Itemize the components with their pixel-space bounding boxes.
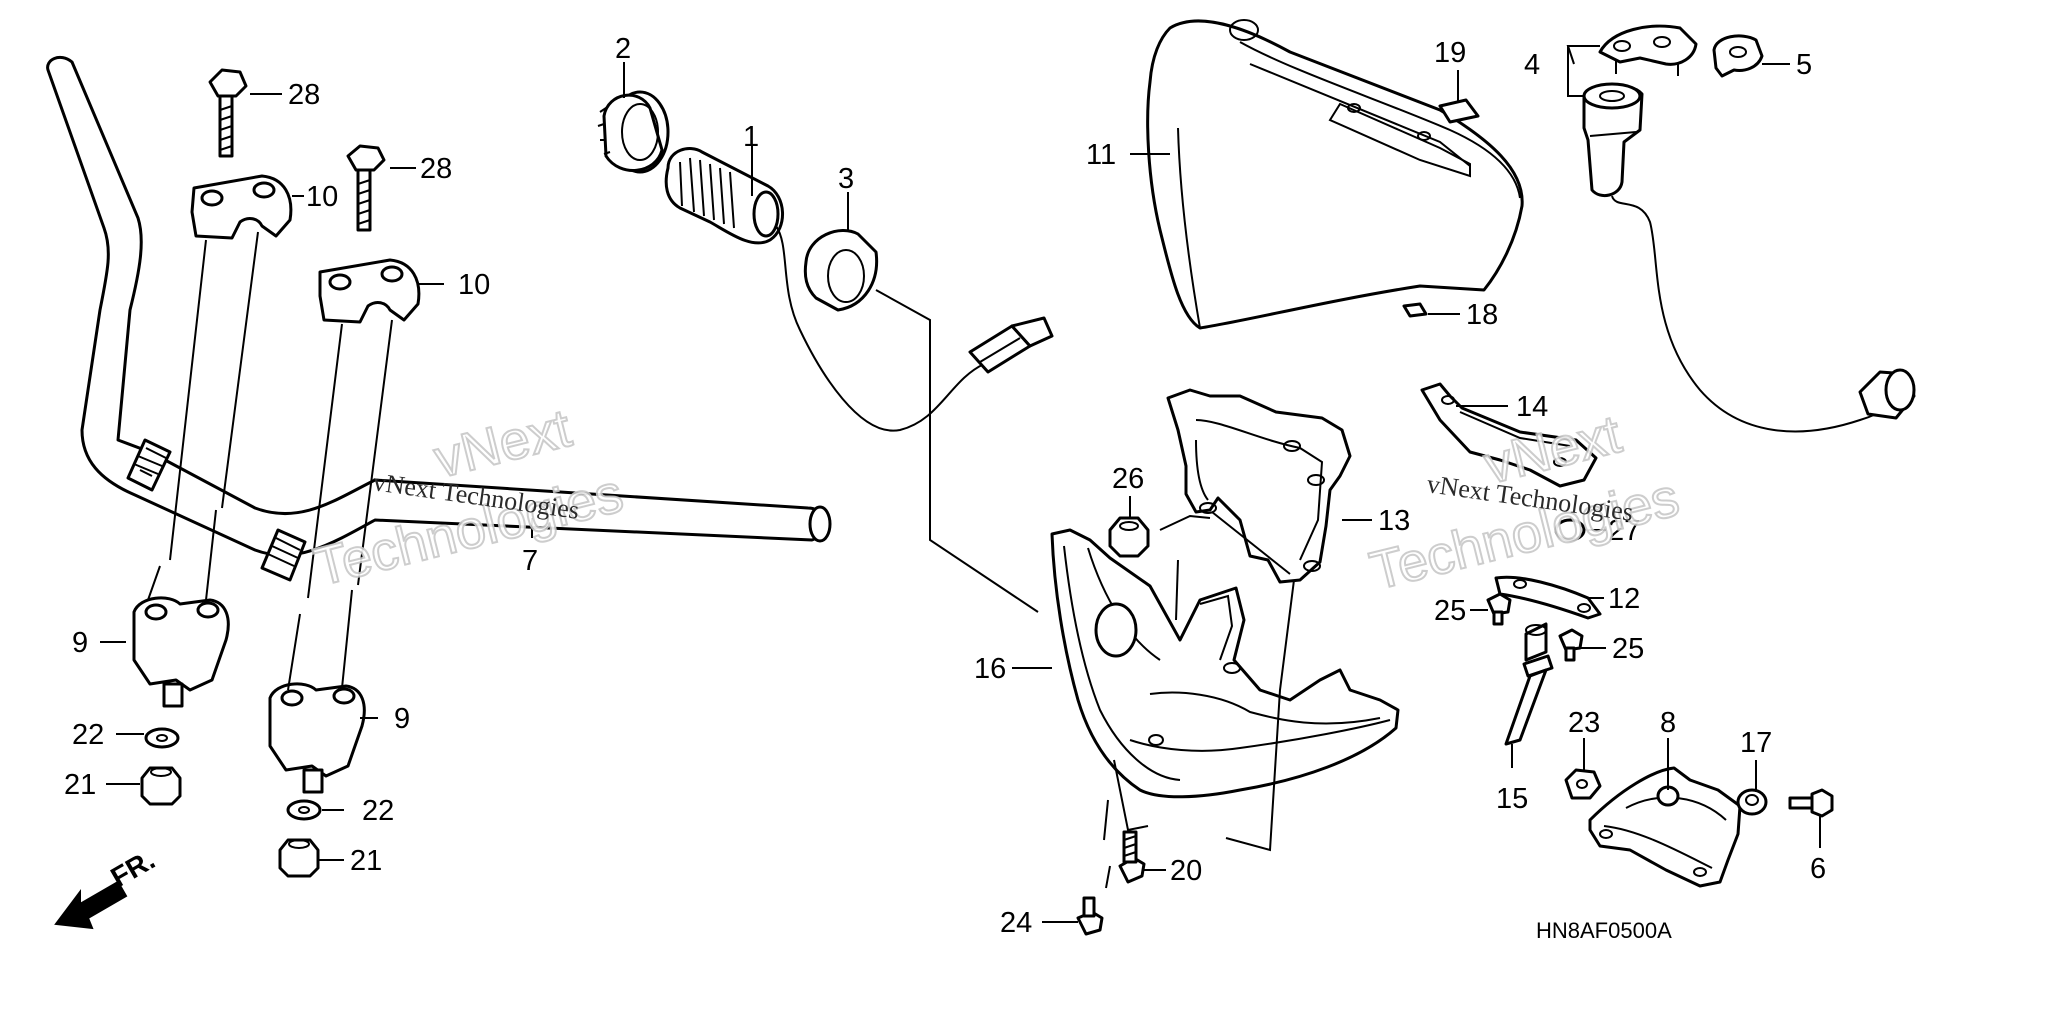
grommet-17 <box>1736 788 1768 816</box>
callout-17: 17 <box>1740 727 1772 759</box>
callout-9a: 9 <box>72 627 88 659</box>
front-arrow: FR. <box>54 844 160 930</box>
callout-20: 20 <box>1170 855 1202 887</box>
callout-27: 27 <box>1608 515 1640 547</box>
callout-7: 7 <box>522 545 538 577</box>
cover-8 <box>1588 766 1742 888</box>
switch-assembly-line <box>875 289 1039 613</box>
callout-3: 3 <box>838 163 854 195</box>
upper-holder-10-left <box>190 174 293 240</box>
bolt-25-upper <box>1486 592 1512 626</box>
lower-cover-16 <box>1050 528 1400 799</box>
bracket-12 <box>1494 575 1602 620</box>
callout-26: 26 <box>1112 463 1144 495</box>
callout-6: 6 <box>1810 853 1826 885</box>
callout-18: 18 <box>1466 299 1498 331</box>
nut-27 <box>1554 518 1586 542</box>
bolt-28-left <box>208 68 248 158</box>
bolt-24 <box>1076 896 1104 936</box>
washer-22-right <box>286 799 322 821</box>
lower-holder-9-left <box>132 596 230 708</box>
callout-13: 13 <box>1378 505 1410 537</box>
callout-2: 2 <box>615 33 631 65</box>
callout-21b: 21 <box>350 845 382 877</box>
callout-10b: 10 <box>458 269 490 301</box>
switch-connector <box>968 316 1054 374</box>
bolt-28-right <box>346 144 386 232</box>
upper-holder-10-right <box>318 258 421 324</box>
watermark-left-vnext: vNext <box>428 398 576 490</box>
callout-22a: 22 <box>72 719 104 751</box>
nut-3 <box>803 229 879 312</box>
alignment-lines-left <box>147 231 393 691</box>
callout-1: 1 <box>743 121 759 153</box>
lower-holder-9-right <box>268 682 366 794</box>
callout-10a: 10 <box>306 181 338 213</box>
callout-21a: 21 <box>64 769 96 801</box>
clip-18 <box>1402 302 1428 318</box>
handlebar <box>46 56 832 582</box>
nut-21-left <box>140 766 182 806</box>
callout-9b: 9 <box>394 703 410 735</box>
callout-5: 5 <box>1796 49 1812 81</box>
callout-25a: 25 <box>1434 595 1466 627</box>
callout-25b: 25 <box>1612 633 1644 665</box>
washer-22-left <box>144 727 180 749</box>
bolt-6 <box>1788 788 1834 818</box>
callout-24: 24 <box>1000 907 1032 939</box>
bolt-20 <box>1118 830 1146 884</box>
callout-4: 4 <box>1524 49 1540 81</box>
watermark-right: vNext Technologies vNext Technologies <box>1363 403 1685 603</box>
callout-28b: 28 <box>420 153 452 185</box>
callout-leaders <box>100 45 1821 923</box>
ignition-cover-4 <box>1598 24 1698 76</box>
switch-cable <box>775 225 985 432</box>
ignition-connector <box>1858 368 1916 420</box>
callout-28a: 28 <box>288 79 320 111</box>
callout-19: 19 <box>1434 37 1466 69</box>
callout-23: 23 <box>1568 707 1600 739</box>
callout-16: 16 <box>974 653 1006 685</box>
alignment-lines-right <box>1103 511 1295 889</box>
callout-12: 12 <box>1608 583 1640 615</box>
callout-14: 14 <box>1516 391 1548 423</box>
stay-15 <box>1504 622 1554 746</box>
nut-23 <box>1564 768 1602 800</box>
callout-8: 8 <box>1660 707 1676 739</box>
ignition-cable <box>1611 195 1901 433</box>
callout-15: 15 <box>1496 783 1528 815</box>
bracket-14 <box>1420 382 1598 488</box>
key-5 <box>1712 34 1764 78</box>
bolt-25-lower <box>1558 628 1584 662</box>
stay-13 <box>1166 388 1352 584</box>
callout-22b: 22 <box>362 795 394 827</box>
diagram-code: HN8AF0500A <box>1536 918 1672 943</box>
ring-2 <box>597 90 670 174</box>
switch-1 <box>664 147 784 245</box>
nut-21-right <box>278 838 320 878</box>
callout-labels: 28 28 10 10 2 1 3 7 9 9 22 22 21 21 11 1… <box>64 33 1826 939</box>
nut-26 <box>1108 516 1150 558</box>
callout-11: 11 <box>1086 139 1116 171</box>
ignition-switch-4 <box>1582 82 1644 198</box>
